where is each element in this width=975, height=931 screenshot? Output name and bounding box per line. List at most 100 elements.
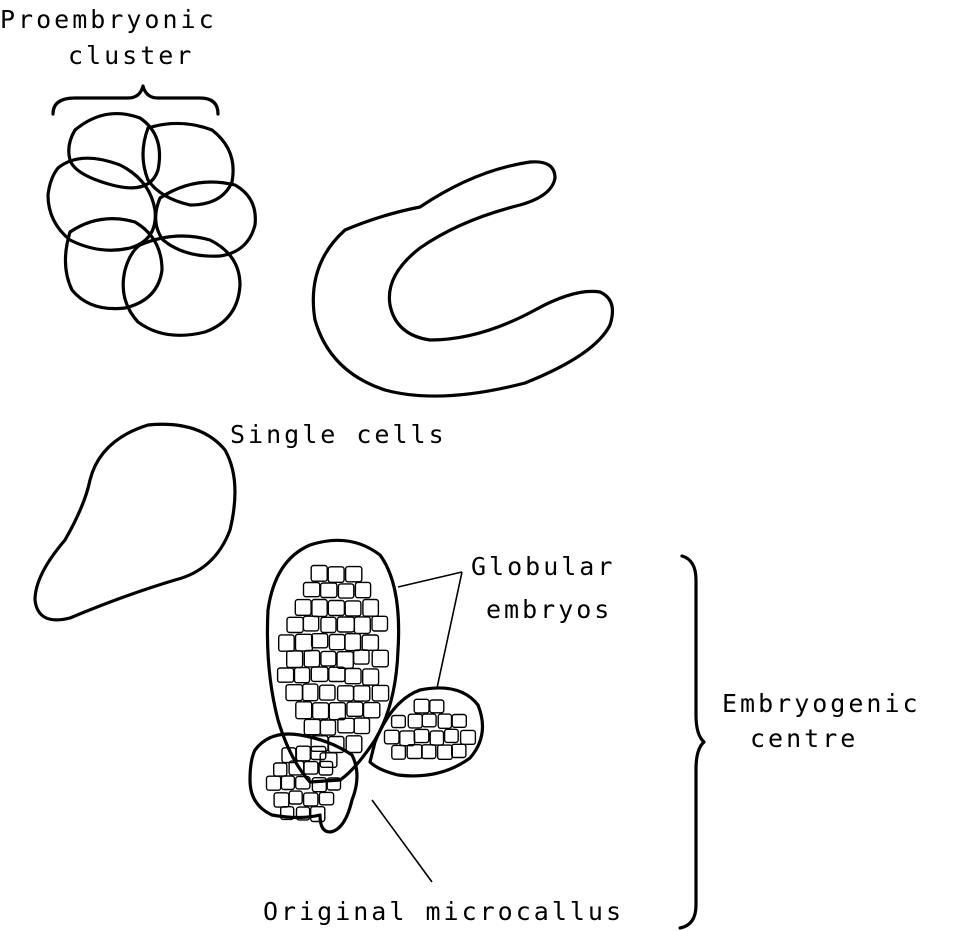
- embryo-cell: [295, 600, 311, 616]
- embryo-cell: [287, 651, 303, 668]
- embryo-cell: [452, 715, 466, 728]
- embryo-cell: [392, 716, 406, 728]
- embryo-cell: [304, 719, 320, 734]
- embryo-cell: [430, 700, 444, 713]
- embryo-cell: [385, 730, 400, 744]
- embryo-cell: [328, 567, 344, 583]
- callout-line-globular-small: [437, 572, 462, 688]
- embryo-cell: [407, 745, 422, 759]
- label-single-cells: Single cells: [230, 420, 447, 449]
- embryo-cell: [274, 793, 289, 807]
- callout-line-globular-large: [398, 572, 462, 587]
- embryo-cell: [346, 736, 362, 753]
- embryo-cell: [279, 635, 295, 651]
- single-cell-pear: [35, 424, 235, 620]
- embryo-cell: [422, 714, 436, 727]
- embryo-cell: [312, 634, 328, 648]
- embryo-cell: [304, 651, 319, 667]
- cluster-brace: [53, 86, 218, 114]
- embryo-cell: [422, 745, 436, 759]
- embryo-cell: [319, 761, 333, 775]
- embryo-cell: [274, 763, 287, 776]
- embryo-cell: [296, 702, 312, 719]
- embryo-cell: [400, 731, 415, 746]
- embryo-cell: [338, 686, 354, 701]
- embryogenic-centre: Globular embryos Original microcallus Em…: [250, 540, 921, 928]
- embryo-cell: [278, 668, 294, 682]
- label-embryogenic-line2: centre: [750, 724, 858, 753]
- embryo-cell: [354, 650, 369, 664]
- embryo-cell: [372, 650, 388, 667]
- embryo-cell: [438, 714, 451, 728]
- embryo-cell: [321, 617, 336, 632]
- embryo-cell: [289, 791, 302, 804]
- embryo-cell: [319, 792, 333, 804]
- embryo-cell: [329, 703, 345, 720]
- embryo-cell: [346, 567, 362, 582]
- embryo-cell: [392, 745, 406, 759]
- embryo-cell: [328, 601, 344, 616]
- embryo-cell: [303, 684, 318, 701]
- embryo-cell: [338, 718, 354, 733]
- cluster-cell-mid-left: [48, 158, 155, 250]
- proembryonic-cluster: Proembryonic cluster: [0, 5, 255, 335]
- embryo-cell: [281, 776, 294, 790]
- embryo-cell: [267, 776, 281, 790]
- embryo-cell: [320, 720, 335, 735]
- embryo-cell: [304, 762, 318, 775]
- label-original-microcallus: Original microcallus: [263, 897, 624, 926]
- embryo-cell: [295, 668, 310, 683]
- label-proembryonic-line2: cluster: [68, 41, 194, 70]
- embryo-cell: [312, 600, 327, 617]
- embryo-cell: [337, 652, 353, 669]
- embryo-cell: [355, 582, 370, 597]
- embryo-cell: [345, 634, 361, 651]
- embryo-cell: [311, 566, 327, 582]
- label-embryogenic-line1: Embryogenic: [722, 689, 921, 718]
- cluster-cell-mid-right: [156, 182, 256, 256]
- label-globular-line1: Globular: [471, 552, 615, 581]
- embryogenic-brace: [680, 556, 704, 928]
- embryo-cell: [338, 584, 353, 598]
- embryo-cell: [372, 685, 388, 701]
- embryo-cell: [321, 651, 336, 666]
- embryo-cell: [329, 635, 344, 650]
- embryo-cell: [354, 718, 369, 734]
- label-proembryonic-line1: Proembryonic: [0, 5, 217, 34]
- embryo-cell: [320, 685, 335, 700]
- embryo-cell: [345, 669, 361, 684]
- embryo-cell: [452, 744, 466, 757]
- label-globular-line2: embryos: [486, 595, 612, 624]
- embryo-cell: [304, 793, 318, 806]
- embryo-cell: [296, 746, 310, 761]
- embryo-cell: [408, 714, 422, 728]
- embryo-cell: [296, 634, 313, 651]
- cell-texture: [267, 566, 476, 822]
- embryo-cell: [347, 702, 363, 716]
- embryo-cell: [362, 635, 378, 650]
- embryo-cell: [364, 703, 380, 718]
- embryo-cell: [311, 667, 328, 681]
- embryo-cell: [337, 617, 354, 632]
- cluster-cell-bottom-left: [65, 219, 162, 309]
- embryo-cell: [372, 616, 388, 631]
- embryo-cell: [287, 617, 303, 632]
- embryo-cell: [430, 731, 443, 745]
- embryo-cell: [354, 617, 370, 634]
- embryo-cell: [438, 745, 453, 759]
- single-cell-curved: [313, 162, 612, 396]
- embryo-cell: [461, 730, 476, 744]
- embryo-cell: [414, 729, 429, 742]
- embryo-cell: [313, 703, 329, 719]
- embryo-cell: [321, 583, 337, 598]
- embryo-cell: [345, 601, 361, 616]
- embryo-cell: [304, 583, 320, 597]
- embryo-cell: [354, 686, 370, 701]
- embryo-cell: [445, 729, 459, 742]
- embryo-cell: [363, 600, 379, 617]
- embryo-cell: [363, 669, 379, 685]
- embryo-cell: [303, 616, 318, 631]
- callout-line-microcallus: [372, 800, 432, 882]
- embryo-cell: [414, 699, 429, 713]
